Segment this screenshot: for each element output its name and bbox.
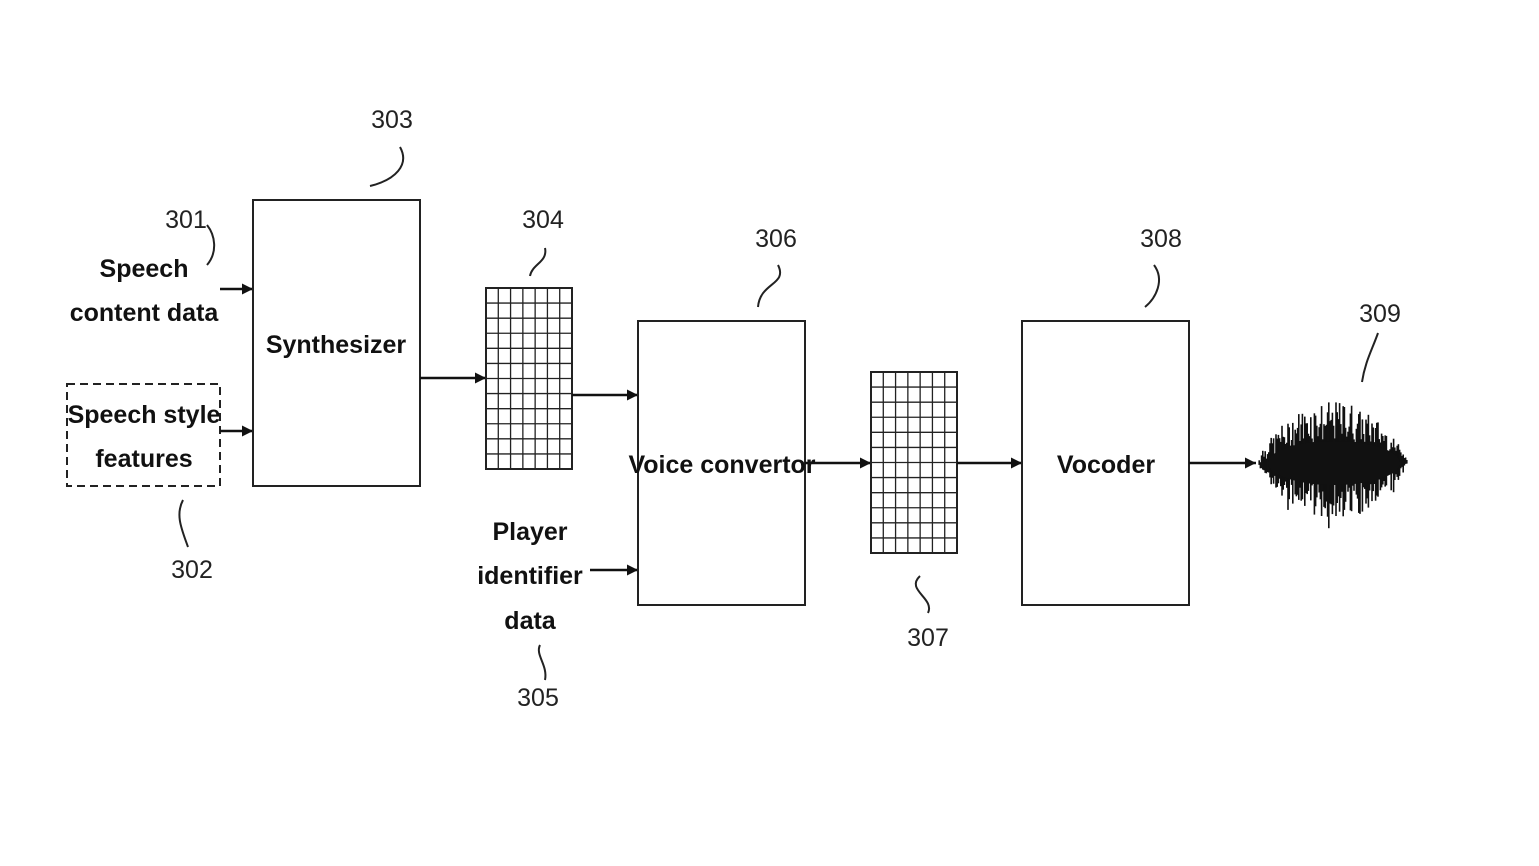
spectrogram-grid-307 <box>870 371 958 554</box>
leader-308 <box>1144 264 1160 308</box>
player-id-label-line2: identifier <box>477 562 583 590</box>
vocoder-block <box>1021 320 1190 606</box>
leader-307 <box>914 575 931 614</box>
synthesizer-label: Synthesizer <box>266 331 407 359</box>
ref-303: 303 <box>371 106 413 134</box>
leader-301 <box>206 224 216 266</box>
leader-303 <box>369 146 405 187</box>
leader-309 <box>1361 332 1379 383</box>
voice-convertor-block <box>637 320 806 606</box>
spectrogram-grid-304 <box>485 287 573 470</box>
leader-302 <box>178 499 189 548</box>
ref-306: 306 <box>755 225 797 253</box>
speech-style-label-line1: Speech style <box>68 401 221 429</box>
speech-style-label-line2: features <box>95 445 192 473</box>
speech-content-input: Speech content data <box>70 255 220 327</box>
vocoder-label: Vocoder <box>1057 451 1155 479</box>
synthesizer-block <box>252 199 421 487</box>
ref-304: 304 <box>522 206 564 234</box>
player-id-label-line1: Player <box>492 518 567 546</box>
voice-convertor-label: Voice convertor <box>628 451 815 479</box>
audio-waveform <box>1258 402 1408 529</box>
ref-305: 305 <box>517 684 559 712</box>
ref-307: 307 <box>907 624 949 652</box>
leader-306 <box>757 264 782 308</box>
speech-style-box <box>66 383 221 487</box>
player-id-label-line3: data <box>504 607 557 635</box>
ref-301: 301 <box>165 206 207 234</box>
ref-309: 309 <box>1359 300 1401 328</box>
ref-308: 308 <box>1140 225 1182 253</box>
leader-304 <box>529 247 547 277</box>
speech-content-label-line2: content data <box>70 299 220 327</box>
ref-302: 302 <box>171 556 213 584</box>
leader-305 <box>537 644 547 681</box>
speech-content-label-line1: Speech <box>100 255 189 283</box>
